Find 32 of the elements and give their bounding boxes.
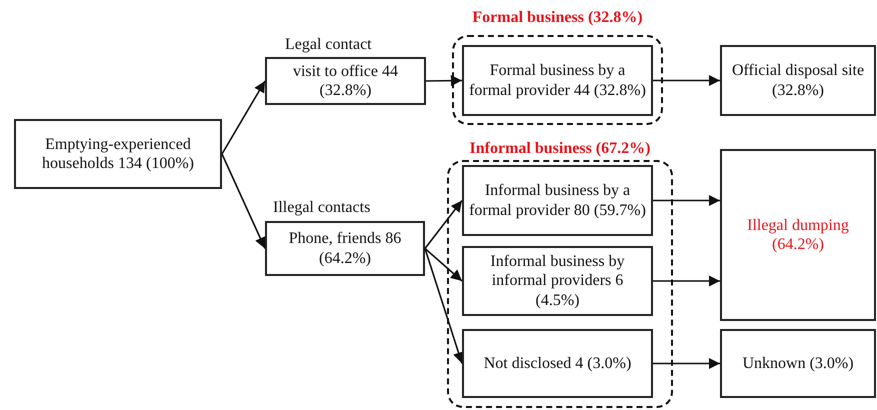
arrow — [426, 75, 462, 86]
process-box — [462, 246, 653, 316]
box-text: Phone, friends 86 (64.2%) — [288, 229, 402, 268]
arrow — [424, 248, 463, 282]
box-text: Not disclosed 4 (3.0%) — [484, 354, 632, 374]
arrow — [424, 200, 463, 249]
arrow — [221, 80, 266, 154]
group-heading: Formal business (32.8%) — [472, 9, 643, 27]
box-text: Unknown (3.0%) — [742, 354, 854, 374]
process-box — [462, 45, 653, 116]
box-text: Emptying-experienced households 134 (100%) — [41, 134, 195, 174]
arrow — [653, 275, 720, 287]
process-box — [462, 165, 653, 236]
box-heading: Legal contact — [285, 35, 372, 54]
process-box — [720, 329, 876, 398]
arrow — [653, 74, 720, 86]
box-text: Informal business by a formal provider 80 (59.7%) — [468, 181, 647, 220]
box-text: Informal business by informal providers 6 (4.5%) — [489, 252, 626, 310]
process-box — [720, 149, 876, 321]
arrow — [221, 154, 266, 249]
box-text: Official disposal site (32.8%) — [730, 61, 866, 100]
box-text: Illegal dumping (64.2%) — [746, 216, 850, 254]
group-heading: Informal business (67.2%) — [470, 140, 650, 158]
box-text: Formal business by a formal provider 44 (32.8%) — [468, 61, 647, 100]
process-box — [720, 45, 876, 116]
arrow — [653, 358, 720, 370]
process-box — [14, 119, 222, 189]
arrow — [653, 194, 720, 206]
arrow — [424, 248, 464, 364]
box-text: visit to office 44 (32.8%) — [292, 62, 400, 100]
process-box — [462, 329, 653, 398]
box-heading: Illegal contacts — [273, 198, 370, 218]
